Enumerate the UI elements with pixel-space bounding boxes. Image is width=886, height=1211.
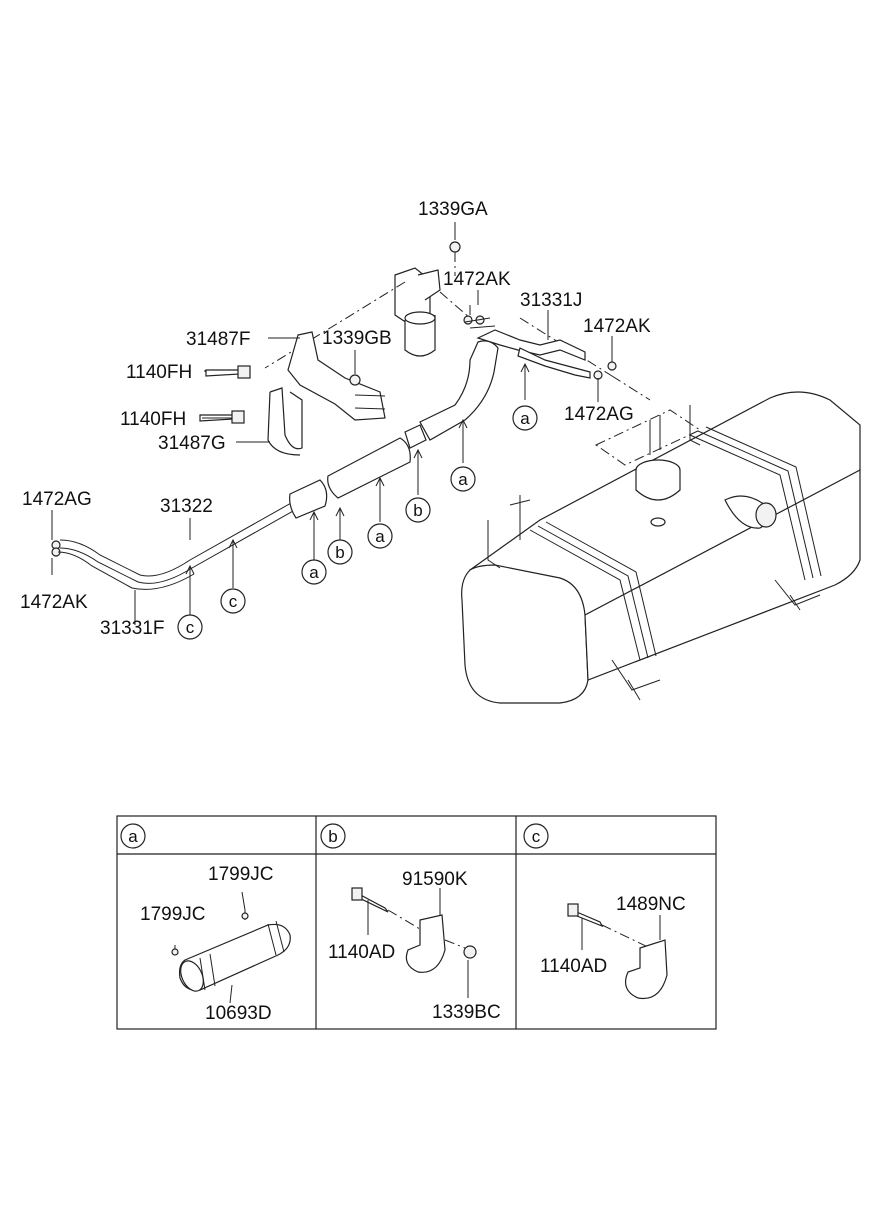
marker-c (220, 588, 246, 614)
callout-1140FH: 1140FH (120, 409, 186, 430)
detail-header-a-label: a (128, 827, 138, 846)
detail-header-b (320, 823, 346, 849)
section-markers: a a b a b a c c (177, 405, 538, 640)
panel-b-part-1140AD: 1140AD (328, 942, 395, 963)
leader-lines (51, 222, 613, 625)
marker-a (367, 523, 393, 549)
marker-a (512, 405, 538, 431)
marker-a-label: a (309, 563, 319, 582)
panel-a-hose (171, 891, 291, 1004)
callout-1472AK: 1472AK (583, 316, 651, 337)
callout-1472AG: 1472AG (564, 404, 634, 425)
callout-31487F: 31487F (186, 329, 250, 350)
callout-1339GA: 1339GA (418, 199, 488, 220)
panel-c-part-1140AD: 1140AD (540, 956, 607, 977)
callout-1472AG: 1472AG (22, 489, 92, 510)
callout-1472AK: 1472AK (443, 269, 511, 290)
callout-31487G: 31487G (158, 433, 226, 454)
panel-b-clamp (351, 887, 477, 998)
marker-a-label: a (520, 409, 530, 428)
marker-b (405, 497, 431, 523)
panel-a-part-10693D: 10693D (205, 1003, 272, 1024)
panel-a-part-1799JC: 1799JC (208, 864, 274, 885)
marker-a-label: a (458, 470, 468, 489)
panel-a-part-1799JC: 1799JC (140, 904, 206, 925)
marker-b (327, 539, 353, 565)
fuel-tank (461, 391, 861, 704)
detail-header-c (523, 823, 549, 849)
detail-header-b-label: b (328, 827, 337, 846)
callout-1339GB: 1339GB (322, 328, 392, 349)
panel-c-part-1489NC: 1489NC (616, 894, 686, 915)
marker-c-label: c (186, 618, 195, 637)
marker-a (301, 559, 327, 585)
marker-c (177, 614, 203, 640)
callout-31322: 31322 (160, 496, 213, 517)
mounting-brackets (51, 241, 651, 557)
panel-c-clamp (567, 903, 668, 1000)
panel-b-part-1339BC: 1339BC (432, 1002, 501, 1023)
fuel-lines (57, 317, 591, 590)
marker-c-label: c (229, 592, 238, 611)
detail-header-a (120, 823, 146, 849)
marker-b-label: b (413, 501, 422, 520)
marker-b-label: b (335, 543, 344, 562)
callout-1140FH: 1140FH (126, 362, 192, 383)
callout-1472AK: 1472AK (20, 592, 88, 613)
marker-a (450, 466, 476, 492)
callout-31331J: 31331J (520, 290, 582, 311)
detail-table: a b c 1799JC 1799JC 10693D 91590K 1140A (116, 815, 717, 1030)
callout-31331F: 31331F (100, 618, 164, 639)
panel-b-part-91590K: 91590K (402, 869, 468, 890)
part-callouts: 1339GA 1472AK 31331J 1472AK 1472AG 31487… (20, 199, 651, 639)
marker-a-label: a (375, 527, 385, 546)
detail-header-c-label: c (532, 827, 541, 846)
